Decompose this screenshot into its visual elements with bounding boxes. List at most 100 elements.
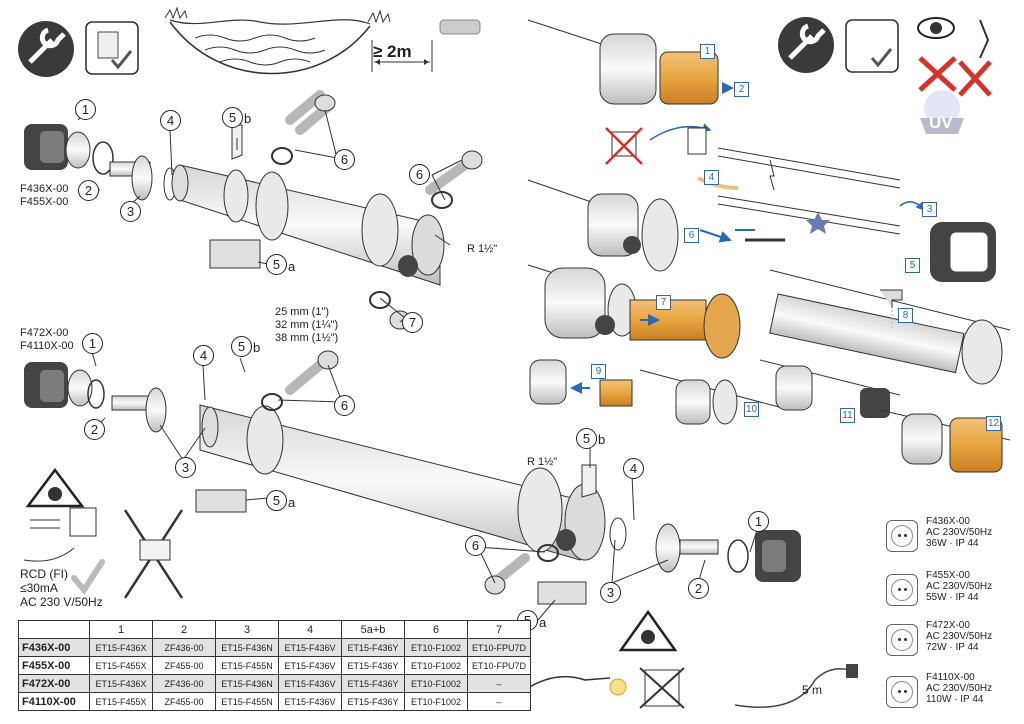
model-label: F455X-00 bbox=[20, 196, 69, 208]
spec-block: F455X-00 AC 230V/50Hz 55W · IP 44 bbox=[926, 570, 992, 603]
model-label: F472X-00 bbox=[20, 327, 69, 339]
table-header-cell: 7 bbox=[467, 620, 531, 639]
callout-1: 1 bbox=[82, 333, 103, 354]
spec-supply: AC 230V/50Hz bbox=[926, 527, 993, 538]
callout-4: 4 bbox=[193, 345, 214, 366]
step-6: 6 bbox=[684, 228, 699, 243]
step-12: 12 bbox=[986, 416, 1001, 431]
table-cell: ET15-F436N bbox=[215, 674, 279, 693]
power-cable-icon bbox=[734, 664, 858, 708]
spec-block: F436X-00 AC 230V/50Hz 36W · IP 44 bbox=[926, 516, 992, 549]
callout-5a-suffix: a bbox=[288, 259, 296, 274]
socket-icon bbox=[886, 676, 918, 708]
table-cell: ZF455-00 bbox=[152, 692, 216, 711]
pond-illustration bbox=[164, 6, 481, 75]
callout-3: 3 bbox=[600, 582, 621, 603]
table-header-cell: 2 bbox=[152, 620, 216, 639]
supply-label: AC 230 V/50Hz bbox=[20, 595, 103, 609]
table-cell: ET10-FPU7D bbox=[467, 656, 531, 675]
callout-2: 2 bbox=[78, 180, 99, 201]
spec-supply: AC 230V/50Hz bbox=[926, 581, 993, 592]
spec-rating: 55W · IP 44 bbox=[926, 592, 979, 603]
table-cell: ET15-F436X bbox=[89, 674, 153, 693]
spec-model: F436X-00 bbox=[926, 516, 970, 527]
table-header-cell: 4 bbox=[278, 620, 342, 639]
tool-icon bbox=[18, 21, 74, 77]
step-7: 7 bbox=[656, 295, 671, 310]
callout-5a-suffix: a bbox=[539, 615, 547, 630]
callout-5b-suffix: b bbox=[253, 340, 261, 355]
table-cell: ET15-F455X bbox=[89, 656, 153, 675]
checkmark-icon bbox=[71, 559, 105, 596]
table-row: F4110X-00 ET15-F455X ZF455-00 ET15-F455N… bbox=[18, 692, 531, 711]
rcd-plug-icon bbox=[23, 507, 97, 562]
spec-rating: 36W · IP 44 bbox=[926, 538, 979, 549]
right-tool-icon bbox=[778, 17, 899, 73]
table-cell: – bbox=[467, 674, 531, 693]
table-cell: ET15-F455N bbox=[215, 692, 279, 711]
table-model-cell: F472X-00 bbox=[18, 674, 90, 693]
warning-triangle-icon bbox=[25, 467, 85, 508]
manual-check-icon bbox=[85, 21, 139, 75]
callout-5a: 5 bbox=[266, 490, 287, 511]
table-header-cell: 3 bbox=[215, 620, 279, 639]
step-10: 10 bbox=[744, 402, 759, 417]
step-4: 4 bbox=[704, 170, 719, 185]
table-row: F472X-00 ET15-F436X ZF436-00 ET15-F436N … bbox=[18, 674, 531, 693]
callout-1: 1 bbox=[748, 511, 769, 532]
step-3: 3 bbox=[922, 202, 937, 217]
callout-5a-suffix: a bbox=[288, 495, 296, 510]
table-header-cell: 1 bbox=[89, 620, 153, 639]
table-cell: ET15-F436V bbox=[278, 638, 342, 657]
table-model-cell: F4110X-00 bbox=[18, 692, 90, 711]
step-1: 1 bbox=[700, 44, 715, 59]
table-model-cell: F436X-00 bbox=[18, 638, 90, 657]
table-cell: ZF436-00 bbox=[152, 674, 216, 693]
table-cell: ET15-F436V bbox=[278, 674, 342, 693]
hose-size-label: 38 mm (1½") bbox=[275, 332, 339, 344]
parts-table: 1 2 3 4 5a+b 6 7 F436X-00 ET15-F436X ZF4… bbox=[18, 620, 531, 711]
thread-label: R 1½" bbox=[467, 243, 498, 255]
callout-5b: 5 bbox=[231, 336, 252, 357]
table-cell: ET10-F1002 bbox=[404, 656, 468, 675]
callout-1: 1 bbox=[75, 99, 96, 120]
callout-3: 3 bbox=[120, 201, 141, 222]
table-cell: ET10-FPU7D bbox=[467, 638, 531, 657]
uv-warning-icon bbox=[917, 17, 992, 134]
callout-2: 2 bbox=[84, 419, 105, 440]
callout-6: 6 bbox=[465, 535, 486, 556]
spec-block: F4110X-00 AC 230V/50Hz 110W · IP 44 bbox=[926, 672, 992, 705]
callout-4: 4 bbox=[623, 458, 644, 479]
table-header-cell: 6 bbox=[404, 620, 468, 639]
thread-label: R 1½" bbox=[527, 456, 558, 468]
table-cell: ET10-F1002 bbox=[404, 638, 468, 657]
spec-rating: 110W · IP 44 bbox=[926, 694, 984, 705]
table-cell: ET15-F436Y bbox=[341, 692, 405, 711]
spec-model: F455X-00 bbox=[926, 570, 970, 581]
rcd-current-label: ≤30mA bbox=[20, 581, 58, 595]
lamp-steps bbox=[527, 19, 1011, 473]
spec-supply: AC 230V/50Hz bbox=[926, 631, 993, 642]
step-11: 11 bbox=[840, 408, 855, 423]
callout-6: 6 bbox=[334, 149, 355, 170]
callout-6: 6 bbox=[334, 395, 355, 416]
lower-unit bbox=[24, 350, 801, 605]
table-header-cell bbox=[18, 620, 90, 639]
table-cell: ET15-F436N bbox=[215, 638, 279, 657]
callout-6: 6 bbox=[409, 164, 430, 185]
uv-label: UV bbox=[929, 113, 953, 132]
table-cell: ET15-F436Y bbox=[341, 638, 405, 657]
table-cell: ET15-F436V bbox=[278, 692, 342, 711]
table-cell: ET15-F436X bbox=[89, 638, 153, 657]
socket-icon bbox=[886, 574, 918, 606]
step-8: 8 bbox=[898, 308, 913, 323]
table-row: F436X-00 ET15-F436X ZF436-00 ET15-F436N … bbox=[18, 638, 531, 657]
table-cell: ET10-F1002 bbox=[404, 692, 468, 711]
callout-2: 2 bbox=[688, 578, 709, 599]
callout-5b: 5 bbox=[576, 428, 597, 449]
callout-5b: 5 bbox=[222, 107, 243, 128]
spec-model: F472X-00 bbox=[926, 620, 970, 631]
hose-size-label: 25 mm (1") bbox=[275, 306, 330, 318]
hose-size-label: 32 mm (1¼") bbox=[275, 319, 339, 331]
